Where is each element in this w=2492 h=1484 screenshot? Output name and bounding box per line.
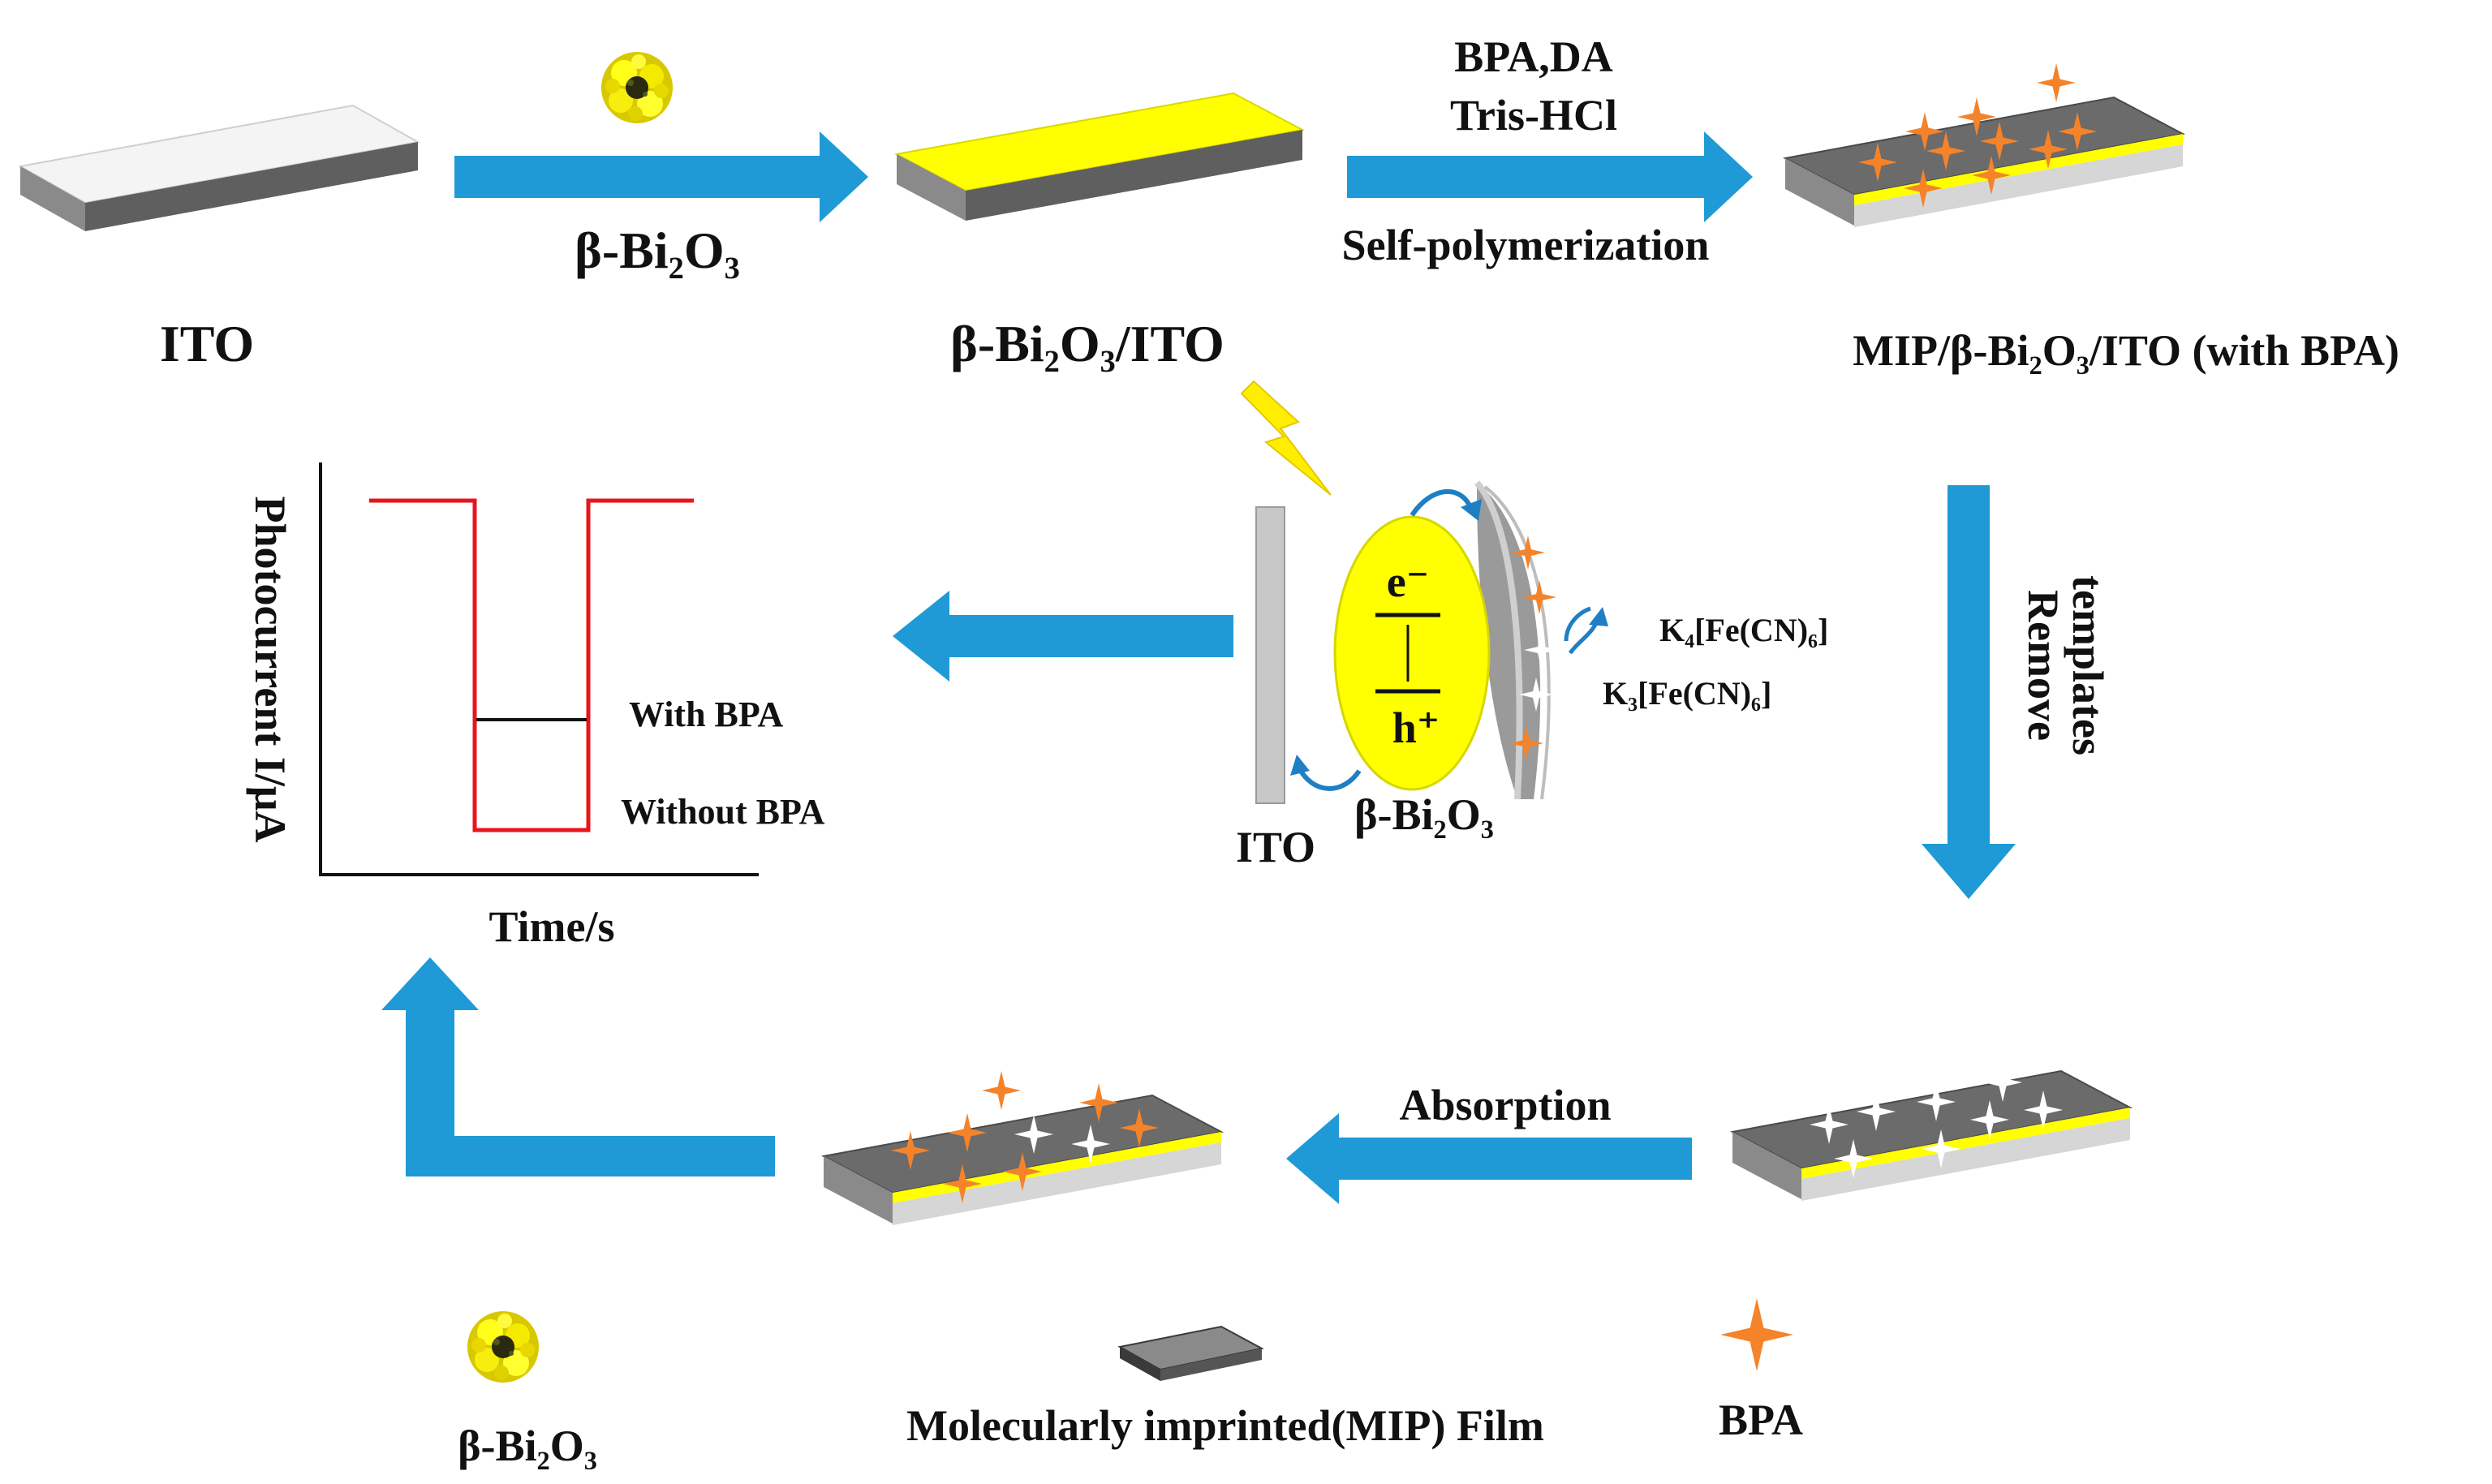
bi2o3-particle <box>1333 515 1491 791</box>
label-ito-top: ITO <box>160 315 254 372</box>
legend-mip-film: Molecularly imprinted(MIP) Film <box>906 1401 1544 1450</box>
cavity-star <box>1026 1055 1065 1094</box>
plot-ylabel: Photocurrent I/μA <box>246 496 295 842</box>
label-absorption: Absorption <box>1399 1081 1611 1129</box>
arrow-remove-templates <box>1922 485 2016 899</box>
label-without-bpa: Without BPA <box>621 792 825 832</box>
cavity-star <box>1933 1040 1972 1079</box>
electron-symbol: e⁻ <box>1387 557 1429 606</box>
hole-symbol: h⁺ <box>1392 703 1440 752</box>
bpa-star <box>982 1071 1021 1110</box>
bi2o3-ito-substrate <box>893 92 1306 221</box>
label-with-bpa: With BPA <box>629 695 784 734</box>
label-reagents-1: BPA,DA <box>1454 32 1613 81</box>
legend-bi2o3: β-Bi₂O₃ <box>458 1422 597 1470</box>
arrow-to-photocurrent <box>893 591 1233 682</box>
label-remove: Remove <box>2019 590 2068 741</box>
mip-after-template-removal <box>1729 1040 2133 1201</box>
photocurrent-plot: Photocurrent I/μA Time/s With BPA Withou… <box>246 462 825 951</box>
charge-transfer-arrow <box>1296 765 1362 791</box>
mip-film-icon <box>1117 1325 1264 1381</box>
bi2o3-nanoflower-icon <box>601 52 673 123</box>
arrow-to-plot-l-shape <box>381 957 775 1176</box>
lightning-bolt-icon <box>1240 380 1332 496</box>
charge-transfer-arrow <box>1410 488 1473 517</box>
mip-after-absorption <box>820 1055 1224 1225</box>
plot-xlabel: Time/s <box>489 902 614 951</box>
label-bi2o3-ito: β-Bi₂O₃/ITO <box>950 315 1224 372</box>
arrow-deposit-bi2o3 <box>454 131 868 222</box>
label-bi2o3-particle: β-Bi₂O₃ <box>1354 790 1494 839</box>
legend-bpa: BPA <box>1719 1396 1803 1444</box>
bpa-star <box>2037 63 2076 102</box>
arrow-absorption <box>1286 1113 1692 1204</box>
cavity-star <box>1896 1055 1935 1094</box>
label-ito-electrode: ITO <box>1236 823 1315 871</box>
mip-film-crescent <box>1477 483 1541 799</box>
label-k4-ferrocyanide: K₄[Fe(CN)₆] <box>1659 612 1828 648</box>
trace-without-bpa <box>369 498 694 832</box>
label-templates: templates <box>2064 575 2112 755</box>
arrow-self-polymerization <box>1347 131 1753 222</box>
ito-substrate <box>18 104 420 231</box>
bi2o3-nanoflower-icon <box>467 1311 539 1383</box>
mip-bi2o3-ito-with-bpa <box>1782 63 2186 227</box>
label-mip-with-bpa: MIP/β-Bi₂O₃/ITO (with BPA) <box>1853 326 2399 375</box>
label-reagents-2: Tris-HCl <box>1450 91 1617 140</box>
label-bi2o3-arrow: β-Bi₂O₃ <box>575 222 740 279</box>
ito-electrode <box>1255 506 1285 804</box>
label-self-polymerization: Self-polymerization <box>1342 221 1710 269</box>
four-point-star-icon <box>1720 1298 1793 1371</box>
label-k3-ferricyanide: K₃[Fe(CN)₆] <box>1603 675 1771 712</box>
